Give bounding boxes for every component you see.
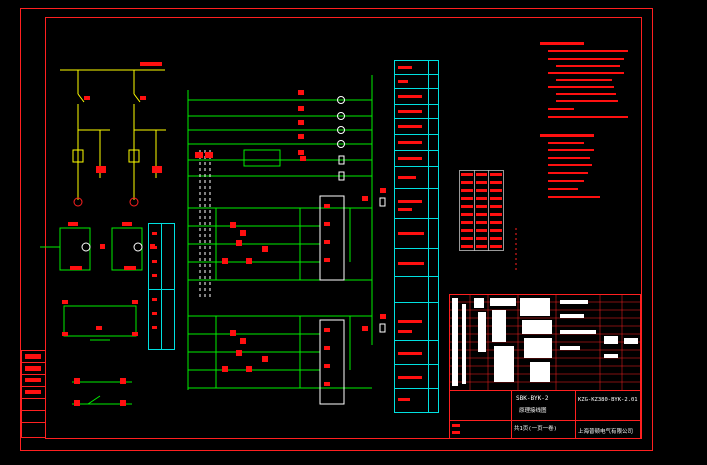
drawing-title: 原理接线图 [519, 408, 547, 414]
description-panel-text [398, 66, 424, 401]
title-block [449, 294, 641, 439]
alarm-devices [74, 378, 126, 406]
float-switch-circuit [63, 305, 137, 341]
lamp-icon [337, 96, 345, 104]
mechanical-links [199, 150, 211, 300]
control-bus [187, 75, 373, 390]
terminal-table-rows [461, 173, 502, 248]
description-panel [394, 60, 439, 413]
contactor-marks [324, 204, 330, 386]
inner-frame [45, 17, 642, 439]
lamp-icon [337, 126, 345, 134]
contactor-blocks [319, 195, 345, 405]
terminal-strip-left [148, 223, 175, 350]
outer-frame [20, 8, 653, 451]
lamp-icon [81, 242, 91, 252]
lamp-icon [337, 112, 345, 120]
title-block-marks [452, 424, 460, 434]
indicator-lamps [337, 96, 386, 333]
drawing-code: SBK-BYK-2 [516, 395, 549, 402]
lamp-icon [133, 242, 143, 252]
sheet-count: 共1页(一页一卷) [514, 426, 557, 432]
technical-notes [540, 42, 628, 198]
part-number: KZG-KZ380-BYK-2.01 [578, 397, 638, 403]
sensor-circuit [40, 227, 143, 271]
device-marks [195, 90, 386, 372]
parts-list-fill [452, 298, 638, 386]
revision-strip [21, 350, 46, 438]
company-name: 上海普顿电气有限公司 [578, 429, 634, 435]
terminal-strip-marks [152, 232, 157, 329]
motor-icon [73, 197, 83, 207]
terminal-table [459, 170, 504, 251]
float-switch-devices [62, 300, 138, 336]
motor-icon [129, 197, 139, 207]
lamp-icon [337, 140, 345, 148]
pump-circuit-left [60, 62, 166, 200]
